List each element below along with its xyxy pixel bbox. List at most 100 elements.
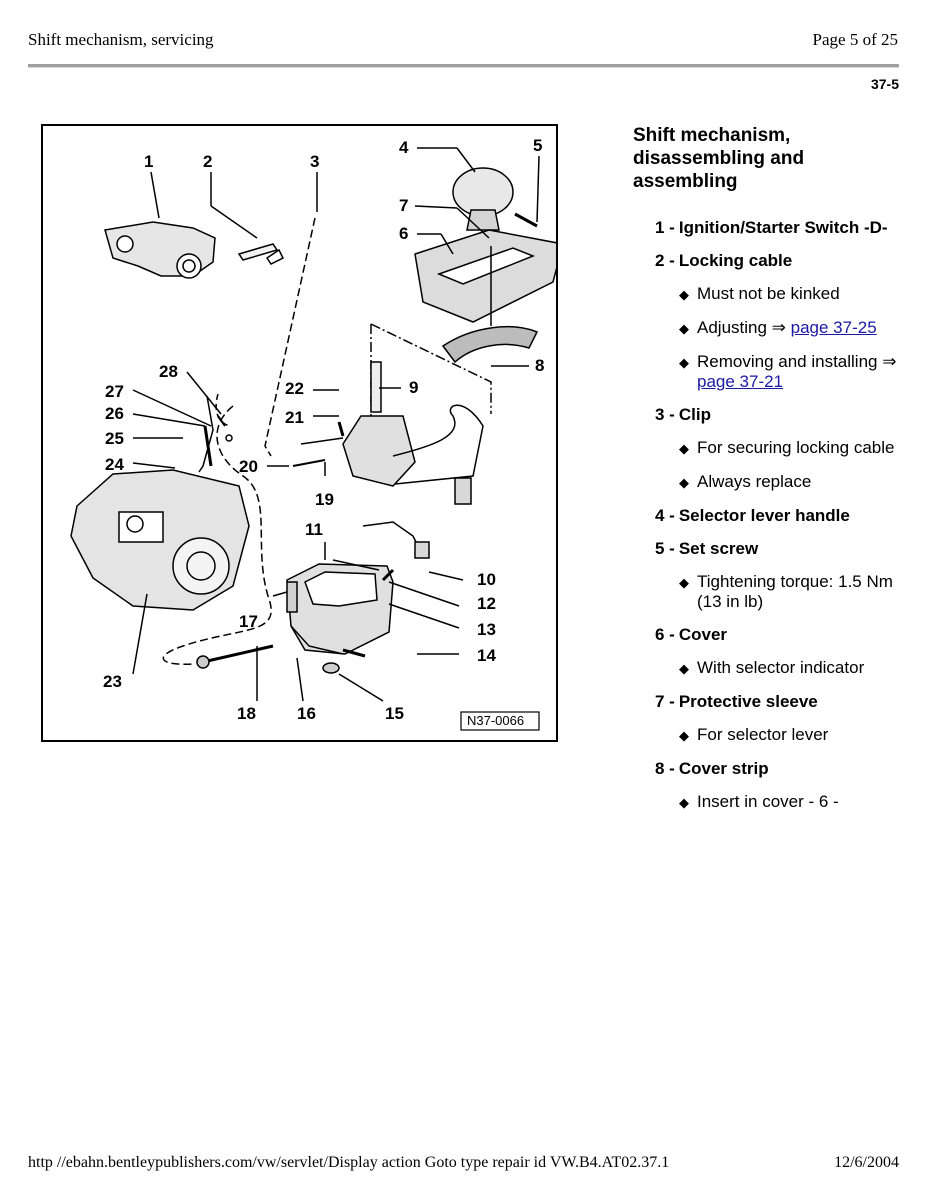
part-number: 5 - [655,539,675,558]
callout-11: 11 [305,520,323,539]
callout-25: 25 [105,429,124,448]
part-note: ◆ For securing locking cable [679,438,900,459]
note-text-wrap: Tightening torque: 1.5 Nm (13 in lb) [697,572,900,612]
part-note: ◆ For selector lever [679,725,900,746]
note-text: For securing locking cable [697,438,895,457]
callout-3: 3 [310,152,320,171]
part-label: Selector lever handle [678,506,850,525]
callout-10: 10 [477,570,496,589]
page-footer: http //ebahn.bentleypublishers.com/vw/se… [28,1154,899,1172]
parts-list-item: 1 -Ignition/Starter Switch -D- [655,218,900,238]
page-reference-link[interactable]: page 37-21 [697,372,784,391]
header-divider [28,64,899,68]
figure-id-label: N37-0066 [467,713,525,728]
diamond-bullet-icon: ◆ [679,728,689,743]
parts-list-item: 5 -Set screw [655,539,900,559]
callout-5: 5 [533,136,543,155]
diamond-bullet-icon: ◆ [679,441,689,456]
part-note: ◆ Must not be kinked [679,284,900,305]
section-title: Shift mechanism, disassembling and assem… [633,125,805,192]
callout-17: 17 [239,612,258,631]
diamond-bullet-icon: ◆ [679,321,689,336]
part-label: Protective sleeve [678,692,818,711]
part-label: Set screw [678,539,759,558]
callout-6: 6 [399,224,409,243]
part-note: ◆ Always replace [679,472,900,493]
parts-list-item: 4 -Selector lever handle [655,506,900,526]
callout-27: 27 [105,382,124,401]
parts-list-item: 2 -Locking cable [655,251,900,271]
diamond-bullet-icon: ◆ [679,355,689,370]
page-indicator: Page 5 of 25 [812,30,898,49]
note-text-wrap: For selector lever [697,725,828,746]
note-text: Tightening torque: 1.5 Nm (13 in lb) [697,572,893,611]
page-code: 37-5 [870,76,899,92]
parts-list-item: 7 -Protective sleeve [655,692,900,712]
note-text-wrap: Insert in cover - 6 - [697,792,839,813]
diamond-bullet-icon: ◆ [679,661,689,676]
part-label: Cover strip [678,759,769,778]
callout-24: 24 [105,455,124,474]
parts-list-item: 6 -Cover [655,625,900,645]
note-text-wrap: Adjusting ⇒ page 37-25 [697,318,877,339]
note-text: For selector lever [697,725,829,744]
callout-22: 22 [285,379,304,398]
part-note: ◆ Tightening torque: 1.5 Nm (13 in lb) [679,572,900,612]
document-title: Shift mechanism, servicing [28,30,214,49]
callout-14: 14 [477,646,496,665]
part-number: 7 - [655,692,675,711]
part-label: Clip [678,405,711,424]
callout-12: 12 [477,594,496,613]
part-label: Ignition/Starter Switch -D- [678,218,888,237]
note-text: Removing and installing ⇒ [697,352,897,371]
note-text: Insert in cover - 6 - [697,792,839,811]
part-label: Locking cable [678,251,793,270]
callout-1: 1 [144,152,154,171]
callout-15: 15 [385,704,404,723]
callout-7: 7 [399,196,409,215]
note-text-wrap: For securing locking cable [697,438,894,459]
callout-21: 21 [285,408,304,427]
page-reference-link[interactable]: page 37-25 [790,318,877,337]
part-note: ◆ Removing and installing ⇒ page 37-21 [679,352,900,392]
diamond-bullet-icon: ◆ [679,795,689,810]
callout-2: 2 [203,152,213,171]
note-text: With selector indicator [697,658,865,677]
exploded-view-diagram: 1 2 3 4 5 7 6 8 9 28 22 27 26 21 25 24 2… [41,124,558,742]
callout-19: 19 [315,490,334,509]
note-text: Adjusting ⇒ [697,318,791,337]
diagram-drawing [70,147,556,731]
footer-date: 12/6/2004 [834,1154,899,1171]
callout-4: 4 [399,138,409,157]
note-text-wrap: Must not be kinked [697,284,840,305]
part-note: ◆ Insert in cover - 6 - [679,792,900,813]
part-number: 8 - [655,759,675,778]
note-text-wrap: With selector indicator [697,658,864,679]
part-number: 3 - [655,405,675,424]
parts-list: 1 -Ignition/Starter Switch -D-2 -Locking… [655,218,900,826]
part-number: 4 - [655,506,675,525]
callout-9: 9 [409,378,419,397]
callout-23: 23 [103,672,122,691]
callout-8: 8 [535,356,545,375]
parts-list-item: 3 -Clip [655,405,900,425]
part-note: ◆ With selector indicator [679,658,900,679]
diamond-bullet-icon: ◆ [679,287,689,302]
part-label: Cover [678,625,728,644]
part-note: ◆ Adjusting ⇒ page 37-25 [679,318,900,339]
note-text-wrap: Removing and installing ⇒ page 37-21 [697,352,900,392]
callout-20: 20 [239,457,258,476]
note-text-wrap: Always replace [697,472,811,493]
callout-26: 26 [105,404,124,423]
part-number: 1 - [655,218,675,237]
figure-callouts: 1 2 3 4 5 7 6 8 9 28 22 27 26 21 25 24 2… [43,126,556,740]
note-text: Must not be kinked [697,284,840,303]
note-text: Always replace [697,472,812,491]
callout-28: 28 [159,362,178,381]
part-number: 2 - [655,251,675,270]
diamond-bullet-icon: ◆ [679,475,689,490]
callout-13: 13 [477,620,496,639]
callout-18: 18 [237,704,256,723]
parts-list-item: 8 -Cover strip [655,759,900,779]
diamond-bullet-icon: ◆ [679,575,689,590]
